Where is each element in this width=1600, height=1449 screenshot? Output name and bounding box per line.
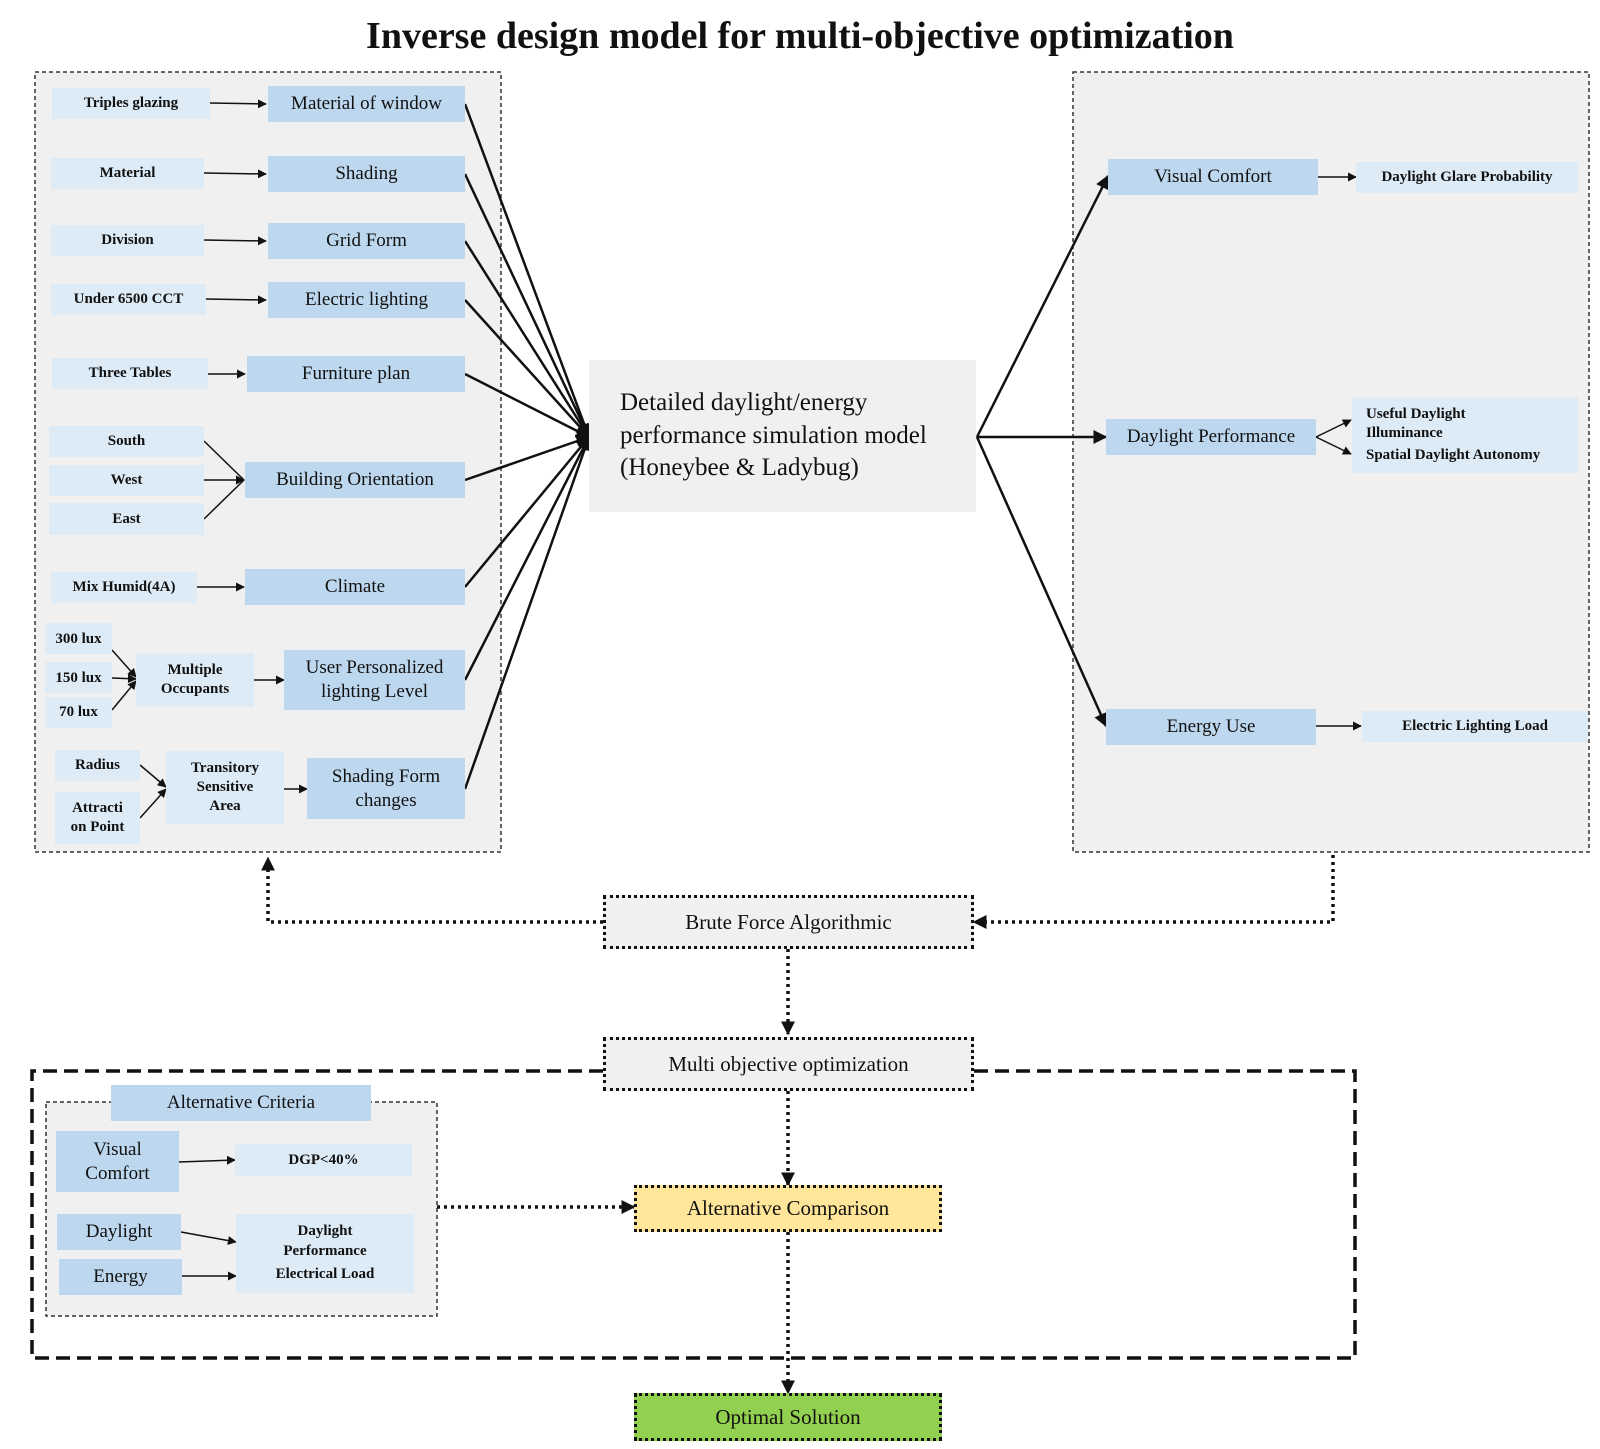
output-small-arrows bbox=[1315, 172, 1362, 731]
brute-force-box: Brute Force Algorithmic bbox=[603, 895, 974, 949]
daylight-metrics-box: Useful Daylight Illuminance Spatial Dayl… bbox=[1352, 397, 1578, 473]
three-tables-box: Three Tables bbox=[52, 358, 208, 389]
grid-form-box: Grid Form bbox=[268, 223, 465, 259]
criteria-outcomes-box: Daylight Performance Electrical Load bbox=[236, 1214, 414, 1293]
material-box: Material bbox=[51, 158, 204, 189]
mix-humid-box: Mix Humid(4A) bbox=[51, 572, 197, 603]
simulation-model-box: Detailed daylight/energy performance sim… bbox=[589, 360, 976, 512]
output-panel-outline bbox=[1072, 71, 1590, 853]
building-orientation-box: Building Orientation bbox=[245, 462, 465, 498]
input-panel-outline bbox=[34, 71, 502, 853]
criteria-visual-comfort-box: Visual Comfort bbox=[56, 1131, 179, 1192]
criteria-daylight-box: Daylight bbox=[57, 1214, 181, 1250]
criteria-panel-outline bbox=[45, 1101, 438, 1317]
diagram-title: Inverse design model for multi-objective… bbox=[366, 15, 1234, 57]
south-box: South bbox=[49, 426, 204, 457]
daylight-performance-box: Daylight Performance bbox=[1106, 419, 1316, 455]
alternative-criteria-title: Alternative Criteria bbox=[111, 1085, 371, 1121]
visual-comfort-box: Visual Comfort bbox=[1108, 159, 1318, 195]
east-box: East bbox=[49, 503, 204, 535]
lux-150-box: 150 lux bbox=[45, 662, 112, 693]
criteria-small-arrows bbox=[178, 1155, 237, 1281]
electric-lighting-load-box: Electric Lighting Load bbox=[1362, 711, 1588, 742]
multiple-occupants-box: Multiple Occupants bbox=[136, 653, 254, 707]
model-to-outputs-arrows bbox=[975, 174, 1110, 728]
useful-daylight-illuminance-label: Useful Daylight Illuminance bbox=[1366, 406, 1466, 442]
attraction-point-box: Attracti on Point bbox=[55, 792, 140, 844]
shading-box: Shading bbox=[268, 156, 465, 192]
input-small-arrows bbox=[111, 99, 308, 819]
alternative-comparison-box: Alternative Comparison bbox=[634, 1185, 942, 1232]
furniture-plan-box: Furniture plan bbox=[247, 356, 465, 392]
material-of-window-box: Material of window bbox=[268, 86, 465, 122]
transitory-area-box: Transitory Sensitive Area bbox=[166, 751, 284, 824]
spatial-daylight-autonomy-label: Spatial Daylight Autonomy bbox=[1366, 446, 1541, 463]
radius-box: Radius bbox=[55, 750, 140, 781]
optimization-flow-arrows bbox=[261, 855, 1335, 1395]
criteria-electrical-load-label: Electrical Load bbox=[275, 1266, 375, 1283]
optimal-solution-box: Optimal Solution bbox=[634, 1393, 942, 1441]
triples-glazing-box: Triples glazing bbox=[52, 88, 210, 119]
shading-form-changes-box: Shading Form changes bbox=[307, 758, 465, 819]
division-box: Division bbox=[51, 225, 204, 256]
dgp-box: DGP<40% bbox=[235, 1144, 412, 1176]
lux-300-box: 300 lux bbox=[45, 623, 112, 654]
energy-use-box: Energy Use bbox=[1106, 709, 1316, 745]
electric-lighting-box: Electric lighting bbox=[268, 282, 465, 318]
criteria-energy-box: Energy bbox=[59, 1259, 182, 1295]
multi-objective-box: Multi objective optimization bbox=[603, 1037, 974, 1091]
user-lighting-level-box: User Personalized lighting Level bbox=[284, 650, 465, 710]
climate-box: Climate bbox=[245, 569, 465, 605]
lux-70-box: 70 lux bbox=[45, 697, 112, 728]
daylight-glare-probability-box: Daylight Glare Probability bbox=[1356, 162, 1578, 193]
inputs-to-model-arrows bbox=[463, 103, 592, 790]
west-box: West bbox=[49, 465, 204, 496]
criteria-daylight-performance-label: Daylight Performance bbox=[283, 1223, 367, 1259]
under-6500-cct-box: Under 6500 CCT bbox=[51, 284, 206, 315]
optimization-frame-outline bbox=[30, 1069, 1357, 1360]
